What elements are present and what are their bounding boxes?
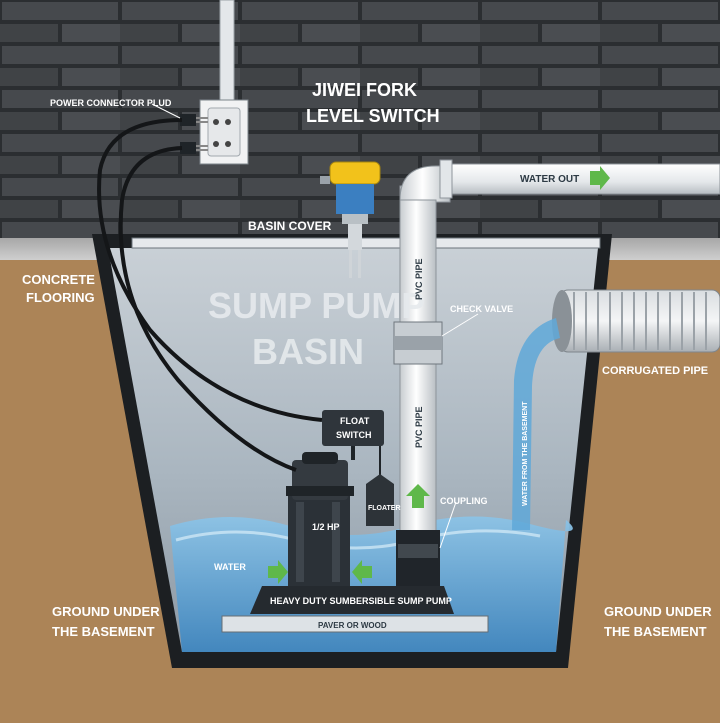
water-out-label: WATER OUT: [520, 174, 579, 185]
basin-cover: [131, 237, 601, 249]
intake-arrow-left: [268, 560, 288, 584]
flow-arrows: [268, 166, 610, 584]
pvc-pipe-label-upper: PVC PIPE: [414, 258, 424, 300]
paver-slab: [221, 615, 489, 633]
basin-title-line1: SUMP PUMP: [208, 285, 425, 326]
power-cable-float: [97, 118, 323, 422]
float-switch-label-line2: SWITCH: [336, 430, 372, 440]
ground-right-line2: THE BASEMENT: [604, 624, 707, 639]
basin-title-line2: BASIN: [252, 331, 364, 372]
pvc-pipe-outlet: [439, 163, 720, 195]
pump-base-label: HEAVY DUTY SUMBERSIBLE SUMP PUMP: [270, 596, 452, 606]
fork-level-switch: [320, 161, 381, 278]
float-switch-label-line1: FLOAT: [340, 416, 370, 426]
check-valve-label: CHECK VALVE: [450, 304, 513, 314]
horsepower-label: 1/2 HP: [312, 522, 340, 532]
power-outlet: [199, 99, 249, 165]
basin-cover-label: BASIN COVER: [248, 219, 332, 233]
water-out-arrow: [590, 166, 610, 190]
pump-base: [250, 586, 454, 614]
concrete-label-line2: FLOORING: [26, 290, 95, 305]
concrete-label-line1: CONCRETE: [22, 272, 95, 287]
switch-title-line2: LEVEL SWITCH: [306, 106, 440, 126]
paver-label: PAVER OR WOOD: [318, 621, 387, 630]
plug-upper: [180, 114, 196, 126]
corrugated-pipe: [552, 289, 720, 353]
ground-left-line2: THE BASEMENT: [52, 624, 155, 639]
floater-label: FLOATER: [368, 505, 401, 512]
ground-left-line1: GROUND UNDER: [52, 604, 160, 619]
float-switch: [322, 410, 384, 446]
incoming-water-stream: [512, 318, 560, 530]
intake-arrow-right: [352, 560, 372, 584]
power-cable-pump: [118, 146, 297, 472]
pvc-pipe-label-lower: PVC PIPE: [414, 406, 424, 448]
corrugated-pipe-label: CORRUGATED PIPE: [602, 365, 708, 377]
wall-conduit: [219, 0, 235, 105]
pvc-pipe-elbow: [399, 165, 451, 203]
ground-right-line1: GROUND UNDER: [604, 604, 712, 619]
water-from-basement-label: WATER FROM THE BASEMENT: [522, 401, 529, 506]
plug-lower: [180, 142, 196, 154]
floater: [366, 446, 394, 526]
sump-pump: [286, 452, 354, 586]
pipe-up-arrow: [406, 484, 430, 508]
power-connector-label: POWER CONNECTOR PLUD: [50, 98, 172, 108]
coupling-label: COUPLING: [440, 496, 488, 506]
water-label: WATER: [214, 562, 246, 572]
switch-title-line1: JIWEI FORK: [312, 80, 417, 100]
